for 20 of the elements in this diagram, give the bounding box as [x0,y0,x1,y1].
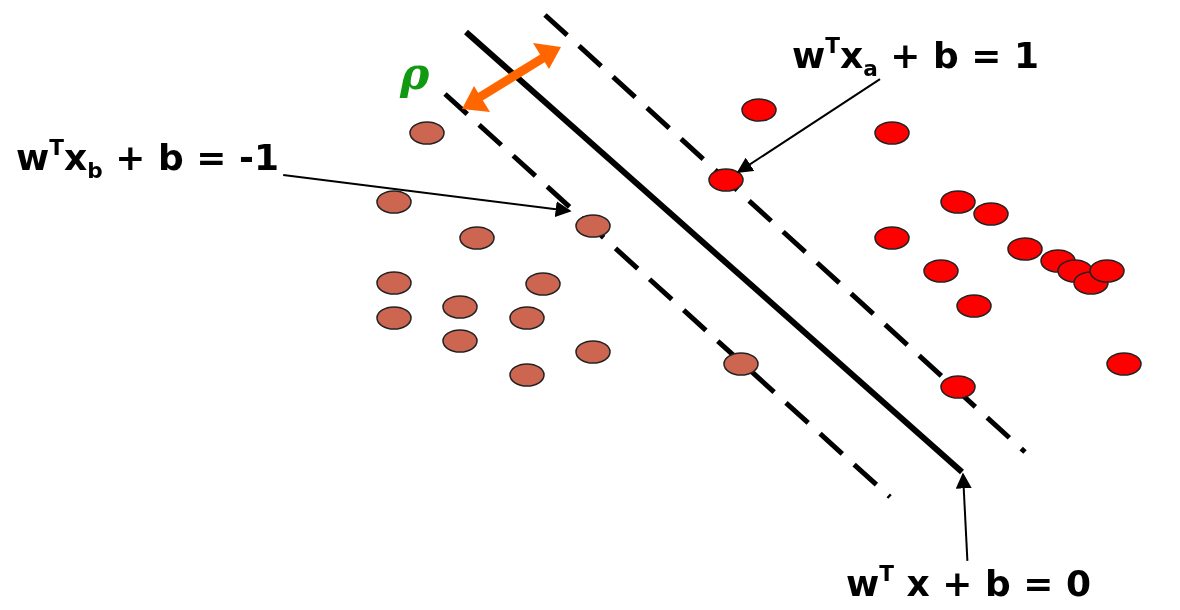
equation-label: w$^{T}$x$_{b}$ + b = -1 [16,136,279,180]
data-point [376,190,412,214]
margin-symbol: ρ [400,50,430,98]
data-point [940,375,976,399]
data-point [956,294,992,318]
equation-label: w$^{T}$x$_{a}$ + b = 1 [792,34,1040,78]
data-point [1089,259,1125,283]
margin-line [443,92,892,499]
data-point [376,306,412,330]
data-point [1106,352,1142,376]
data-point [973,202,1009,226]
leader-line [282,174,572,218]
data-point [1007,237,1043,261]
data-point [409,121,445,145]
hyperplane-line [464,29,964,475]
equation-label: w$^{T}$ x + b = 0 [846,562,1092,606]
data-point [940,190,976,214]
leader-line [955,472,972,562]
data-point [376,271,412,295]
leader-line [736,78,881,174]
